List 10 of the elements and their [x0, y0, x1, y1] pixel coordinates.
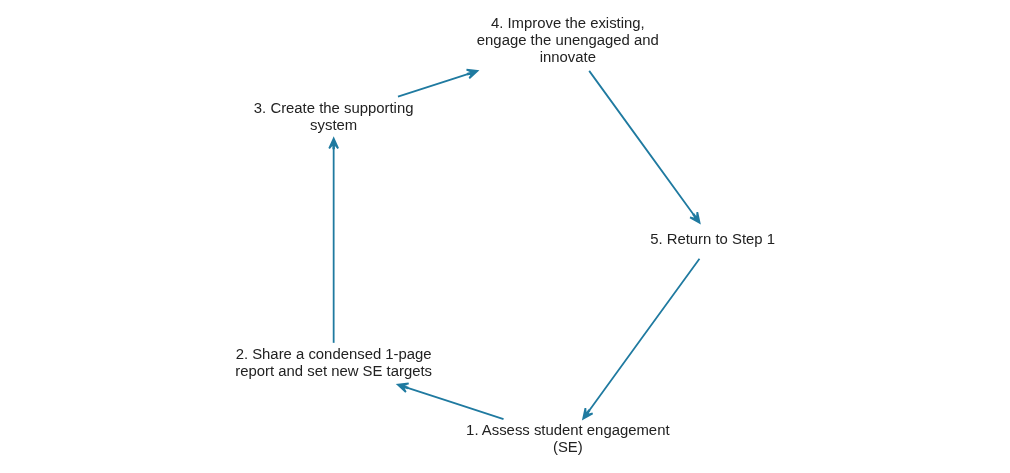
arrow: [328, 137, 339, 344]
arrow: [397, 68, 479, 98]
node-text: 3. Create the supporting system: [253, 99, 414, 133]
node-text: 1. Assess student engagement (SE): [466, 421, 670, 455]
arrow: [582, 257, 701, 420]
node-text: 2. Share a condensed 1-page report and set new SE targets: [235, 345, 433, 379]
node-text: 5. Return to Step 1: [650, 231, 776, 248]
node-text: 4. Improve the existing, engage the unengaged and innovate: [476, 15, 659, 65]
arrow: [396, 382, 505, 420]
arrow: [588, 70, 701, 224]
